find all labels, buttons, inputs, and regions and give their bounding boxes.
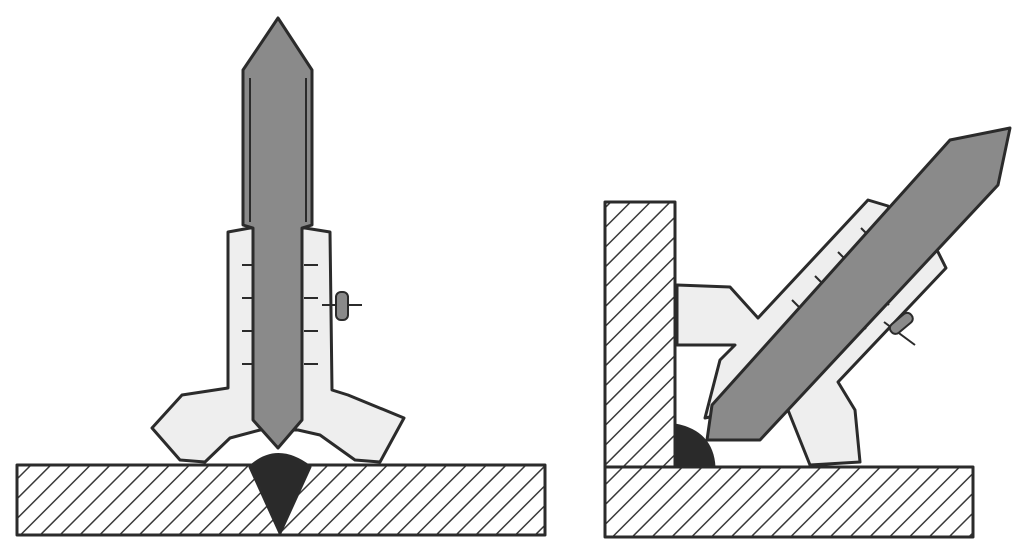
vertical-plate [603,200,677,469]
locking-screw-left [322,291,362,321]
locking-screw-right [883,311,916,346]
gauge-blade-left [241,16,314,450]
gauge-blade-right [705,126,1012,442]
butt-weld-bead [248,453,312,535]
butt-weld-figure [15,16,547,537]
fillet-weld-figure [603,126,1012,539]
horizontal-plate [603,465,975,539]
fillet-weld-bead [673,423,716,469]
